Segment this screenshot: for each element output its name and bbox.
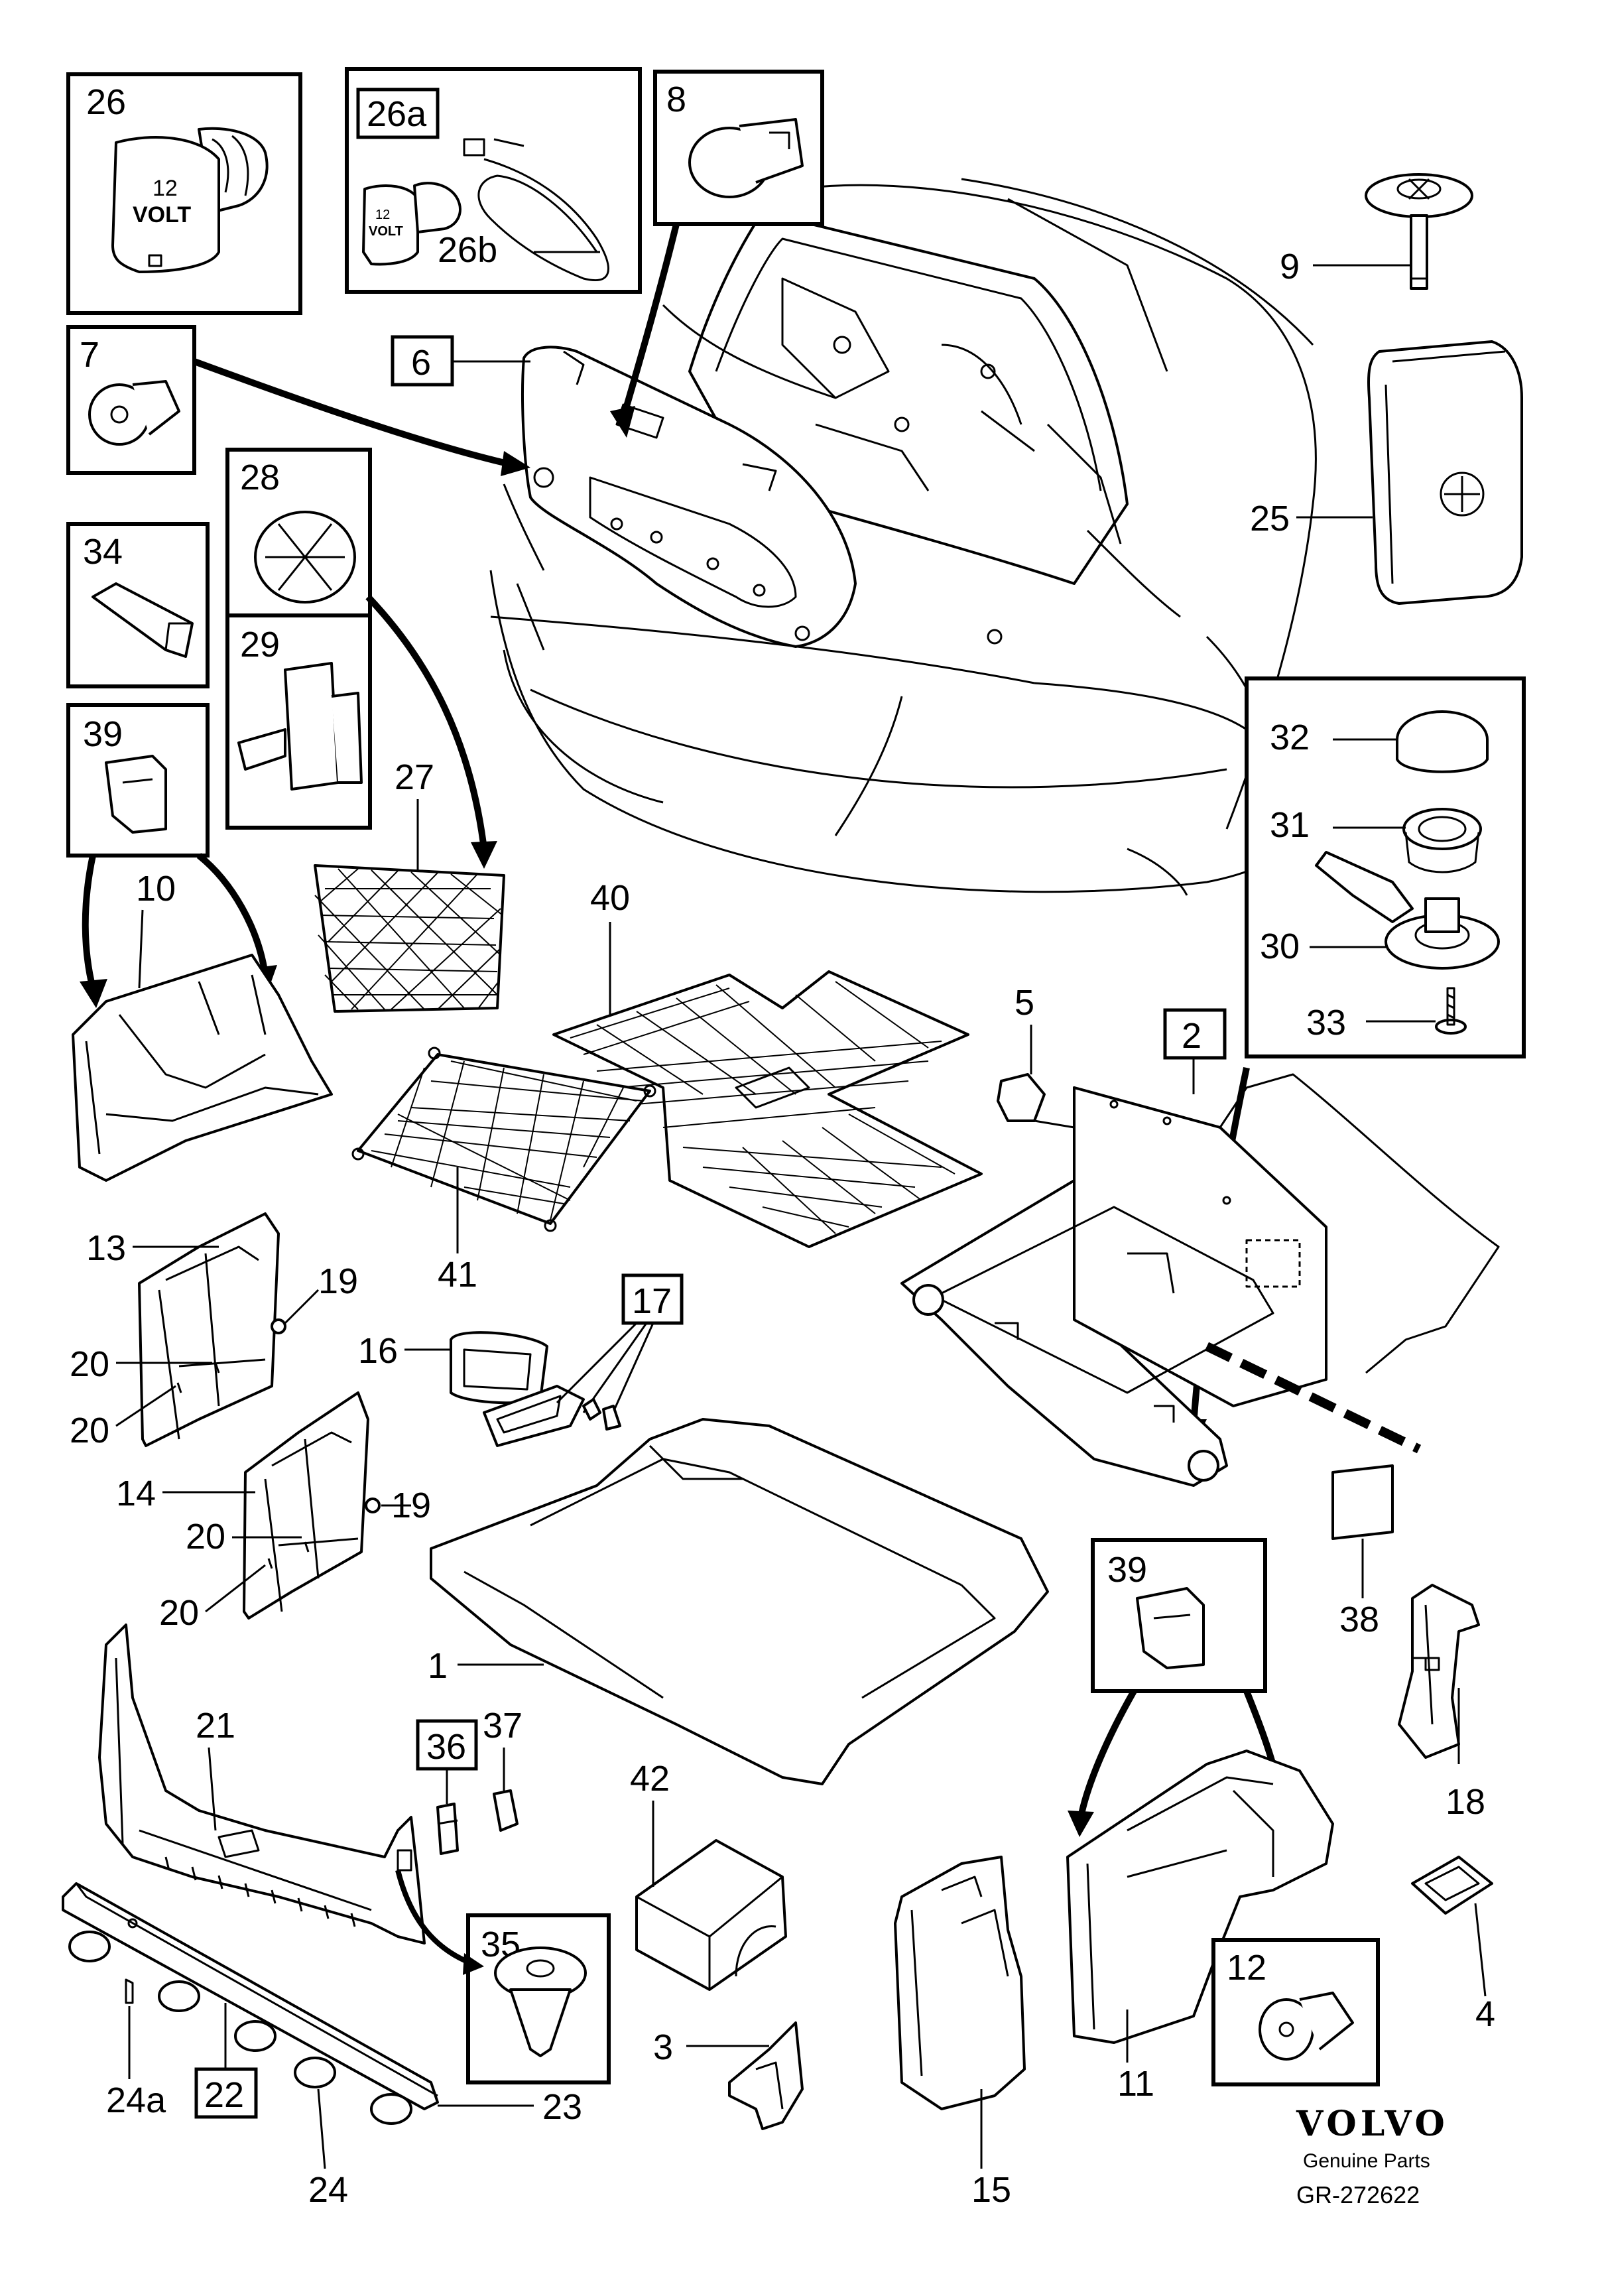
- part-21: 21: [98, 1624, 426, 1945]
- callout-24a: 24a: [106, 2080, 166, 2120]
- part-22-23-24: 24a 22 23 24: [62, 1882, 582, 2210]
- callout-25: 25: [1250, 499, 1290, 539]
- part-box-8: 8: [610, 70, 824, 438]
- callout-6: 6: [411, 343, 431, 383]
- strap-loops: [68, 1931, 412, 2125]
- part-box-7: 7: [66, 325, 530, 476]
- callout-42: 42: [630, 1759, 670, 1799]
- part-18: 18: [1398, 1584, 1485, 1822]
- part-box-26: 26 12 VOLT: [66, 72, 302, 315]
- callout-8: 8: [666, 80, 686, 119]
- callout-9: 9: [1280, 247, 1300, 287]
- callout-30: 30: [1260, 926, 1300, 966]
- part-box-35: 35: [395, 1870, 611, 2084]
- socket-26a-volt-text: VOLT: [369, 224, 403, 239]
- part-box-30-33: 32 31 30 33: [1180, 676, 1526, 1446]
- callout-20-d: 20: [159, 1593, 199, 1633]
- callout-41: 41: [438, 1255, 477, 1295]
- callout-15: 15: [971, 2170, 1011, 2210]
- callout-20-c: 20: [186, 1517, 225, 1557]
- part-41-cargo-net: 41: [351, 1047, 656, 1295]
- callout-16: 16: [358, 1331, 398, 1371]
- callout-38: 38: [1339, 1600, 1379, 1639]
- part-27-net: 27: [314, 594, 505, 1013]
- footer: VOLVO Genuine Parts GR-272622: [1296, 2104, 1449, 2208]
- callout-40: 40: [590, 878, 630, 918]
- callout-39-right: 39: [1107, 1550, 1147, 1590]
- callout-20-b: 20: [70, 1411, 109, 1450]
- part-40-floor-net: 40: [552, 878, 983, 1248]
- callout-26a: 26a: [367, 94, 427, 134]
- callout-37: 37: [483, 1706, 523, 1746]
- callout-14: 14: [116, 1474, 156, 1513]
- callout-27: 27: [395, 757, 434, 797]
- callout-21: 21: [196, 1706, 235, 1746]
- part-15: 15: [894, 1856, 1026, 2210]
- callout-17: 17: [632, 1281, 672, 1321]
- genuine-parts-text: Genuine Parts: [1303, 2150, 1430, 2172]
- callout-28: 28: [240, 458, 280, 497]
- part-13: 13 19 20 20: [70, 1212, 358, 1450]
- part-14: 14 19 20 20: [116, 1391, 431, 1633]
- part-9: 9: [1280, 173, 1473, 290]
- socket-volt-text: VOLT: [133, 202, 191, 227]
- part-11: 11: [1066, 1750, 1334, 2104]
- diagram-ref: GR-272622: [1296, 2181, 1420, 2208]
- callout-36: 36: [426, 1727, 466, 1767]
- callout-11: 11: [1117, 2064, 1154, 2104]
- part-36-37: 36 37: [416, 1706, 523, 1855]
- callout-20-a: 20: [70, 1344, 109, 1384]
- callout-33: 33: [1306, 1003, 1346, 1043]
- callout-3: 3: [653, 2027, 673, 2067]
- part-38: 38: [1331, 1464, 1394, 1639]
- part-1-floor-cover: 1: [428, 1418, 1049, 1785]
- part-42: 42: [630, 1759, 787, 1991]
- part-10: 10: [72, 869, 333, 1182]
- callout-31: 31: [1270, 805, 1310, 845]
- part-5: 5: [997, 983, 1075, 1129]
- socket-26a-12-text: 12: [375, 208, 390, 222]
- callout-18: 18: [1446, 1782, 1485, 1822]
- callout-13: 13: [86, 1228, 126, 1268]
- part-2-floor: 2: [900, 1008, 1500, 1487]
- part-box-39-left: 39: [66, 703, 277, 1008]
- part-box-12: 12: [1211, 1938, 1380, 2086]
- callout-7: 7: [80, 335, 99, 375]
- callout-22: 22: [204, 2075, 244, 2115]
- part-4: 4: [1411, 1856, 1495, 2034]
- part-3: 3: [653, 2021, 804, 2130]
- callout-4: 4: [1475, 1994, 1495, 2034]
- callout-12: 12: [1227, 1948, 1266, 1988]
- socket-12-text: 12: [153, 176, 178, 201]
- part-label-6: 6: [391, 335, 530, 387]
- callout-29: 29: [240, 625, 280, 665]
- part-25: 25: [1250, 340, 1523, 605]
- callout-26b: 26b: [438, 230, 497, 270]
- part-box-26a: 26a 12 VOLT 26b: [345, 67, 642, 294]
- part-box-34: 34: [66, 522, 210, 688]
- callout-5: 5: [1015, 983, 1034, 1023]
- callout-23: 23: [542, 2087, 582, 2127]
- callout-10: 10: [136, 869, 176, 909]
- trunk-lid-panel-6: [521, 346, 857, 648]
- callout-24: 24: [308, 2170, 348, 2210]
- callout-32: 32: [1270, 718, 1310, 757]
- callout-1: 1: [428, 1646, 448, 1686]
- callout-2: 2: [1182, 1016, 1202, 1056]
- part-box-39-right: 39: [1068, 1538, 1290, 1837]
- part-16-17: 16 17: [358, 1273, 684, 1447]
- volvo-logo: VOLVO: [1296, 2104, 1449, 2144]
- callout-39-left: 39: [83, 714, 123, 754]
- callout-34: 34: [83, 532, 123, 572]
- part-box-28-29: 28 29: [225, 448, 372, 830]
- callout-26: 26: [86, 82, 126, 122]
- callout-19-top: 19: [318, 1261, 358, 1301]
